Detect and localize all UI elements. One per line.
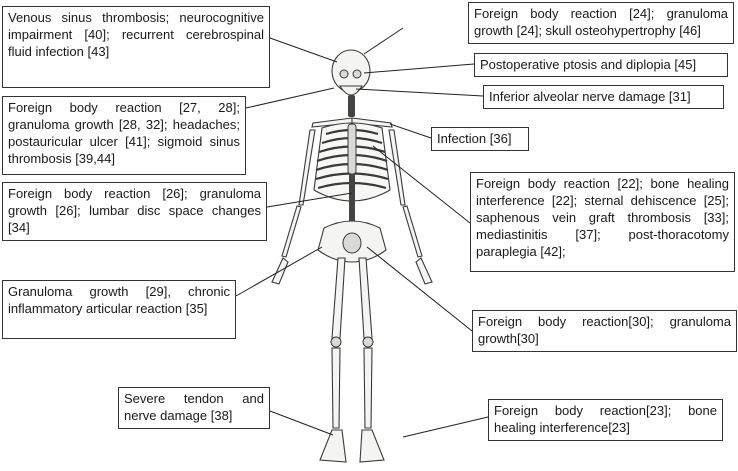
label-chest: Foreign body reaction [22]; bone healing… xyxy=(470,172,735,272)
left-femur xyxy=(331,257,346,339)
left-tibia xyxy=(331,347,341,429)
leader-chest xyxy=(372,145,471,224)
right-forearm xyxy=(402,205,423,258)
right-patella xyxy=(362,336,374,348)
right-hand xyxy=(415,257,433,285)
label-neck-left: Foreign body reaction [27, 28]; granulom… xyxy=(2,96,246,175)
leader-skull-left xyxy=(269,37,338,63)
label-skull-right: Foreign body reaction [24]; granuloma gr… xyxy=(468,2,734,44)
leader-shoulder xyxy=(389,123,432,139)
leader-ankle-right xyxy=(402,416,489,438)
left-humerus xyxy=(298,129,316,206)
label-femur: Foreign body reaction[30]; granuloma gro… xyxy=(472,310,737,352)
right-tibia xyxy=(363,347,373,429)
cervical-spine xyxy=(348,95,355,117)
leader-ankle-left xyxy=(269,410,334,436)
right-foot xyxy=(359,429,385,463)
right-clavicle xyxy=(351,117,393,128)
leader-orbit xyxy=(363,63,475,74)
right-orbit xyxy=(352,69,362,79)
leader-femur xyxy=(366,246,473,332)
label-spine-left: Foreign body reaction [26]; granuloma gr… xyxy=(2,182,267,241)
mandible xyxy=(339,85,363,96)
left-forearm xyxy=(281,205,302,258)
pelvic-inlet xyxy=(342,232,362,254)
left-foot xyxy=(319,429,347,463)
label-jaw: Inferior alveolar nerve damage [31] xyxy=(483,85,724,109)
leader-neck-left xyxy=(245,87,335,109)
label-shoulder: Infection [36] xyxy=(431,127,529,151)
label-skull-left: Venous sinus thrombosis; neurocognitive … xyxy=(2,6,270,88)
label-hip: Granuloma growth [29], chronic inflammat… xyxy=(2,280,236,339)
leader-hip xyxy=(235,246,323,297)
left-orbit xyxy=(339,69,349,79)
label-orbit: Postoperative ptosis and diplopia [45] xyxy=(474,53,728,77)
right-femur xyxy=(358,257,373,339)
right-humerus xyxy=(388,129,406,206)
label-ankle-right: Foreign body reaction[23]; bone healing … xyxy=(488,399,723,441)
lumbar-spine xyxy=(349,174,355,234)
leader-jaw xyxy=(355,88,484,97)
left-patella xyxy=(330,336,342,348)
leader-spine-left xyxy=(266,192,353,208)
label-ankle-left: Severe tendon and nerve damage [38] xyxy=(118,387,270,429)
leader-skull-right xyxy=(363,27,404,55)
